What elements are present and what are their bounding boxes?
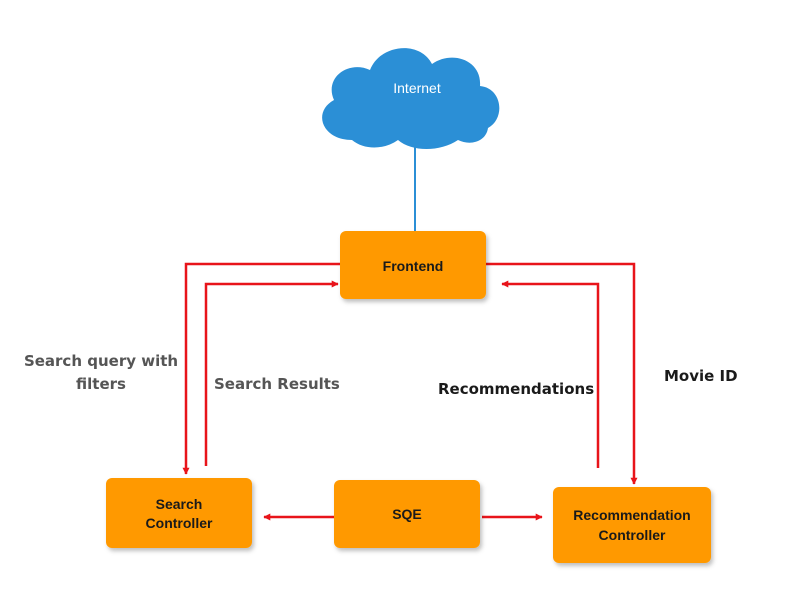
recommendation-controller-node: Recommendation Controller [553,487,711,563]
sqe-node: SQE [334,480,480,548]
cloud-shape [322,48,500,149]
sqe-label: SQE [392,506,422,522]
search-results-arrow [204,280,339,466]
frontend-label: Frontend [383,258,444,274]
recommendations-arrow [501,280,600,468]
search-controller-label-line2: Controller [146,515,213,531]
search-controller-node: Search Controller [106,478,252,548]
search-controller-label-line1: Search [156,496,203,512]
internet-cloud: Internet [322,48,500,149]
search-query-label-line2: filters [76,375,126,393]
recommendations-label: Recommendations [438,380,594,398]
internet-label: Internet [393,80,441,96]
recommendation-controller-label-line2: Controller [599,527,666,543]
search-results-label: Search Results [214,375,340,393]
recommendation-controller-label-line1: Recommendation [573,507,690,523]
movie-id-arrow [486,262,638,485]
search-query-label-line1: Search query with [24,352,178,370]
search-query-arrow [182,262,340,475]
movie-id-label: Movie ID [664,367,738,385]
frontend-node: Frontend [340,231,486,299]
